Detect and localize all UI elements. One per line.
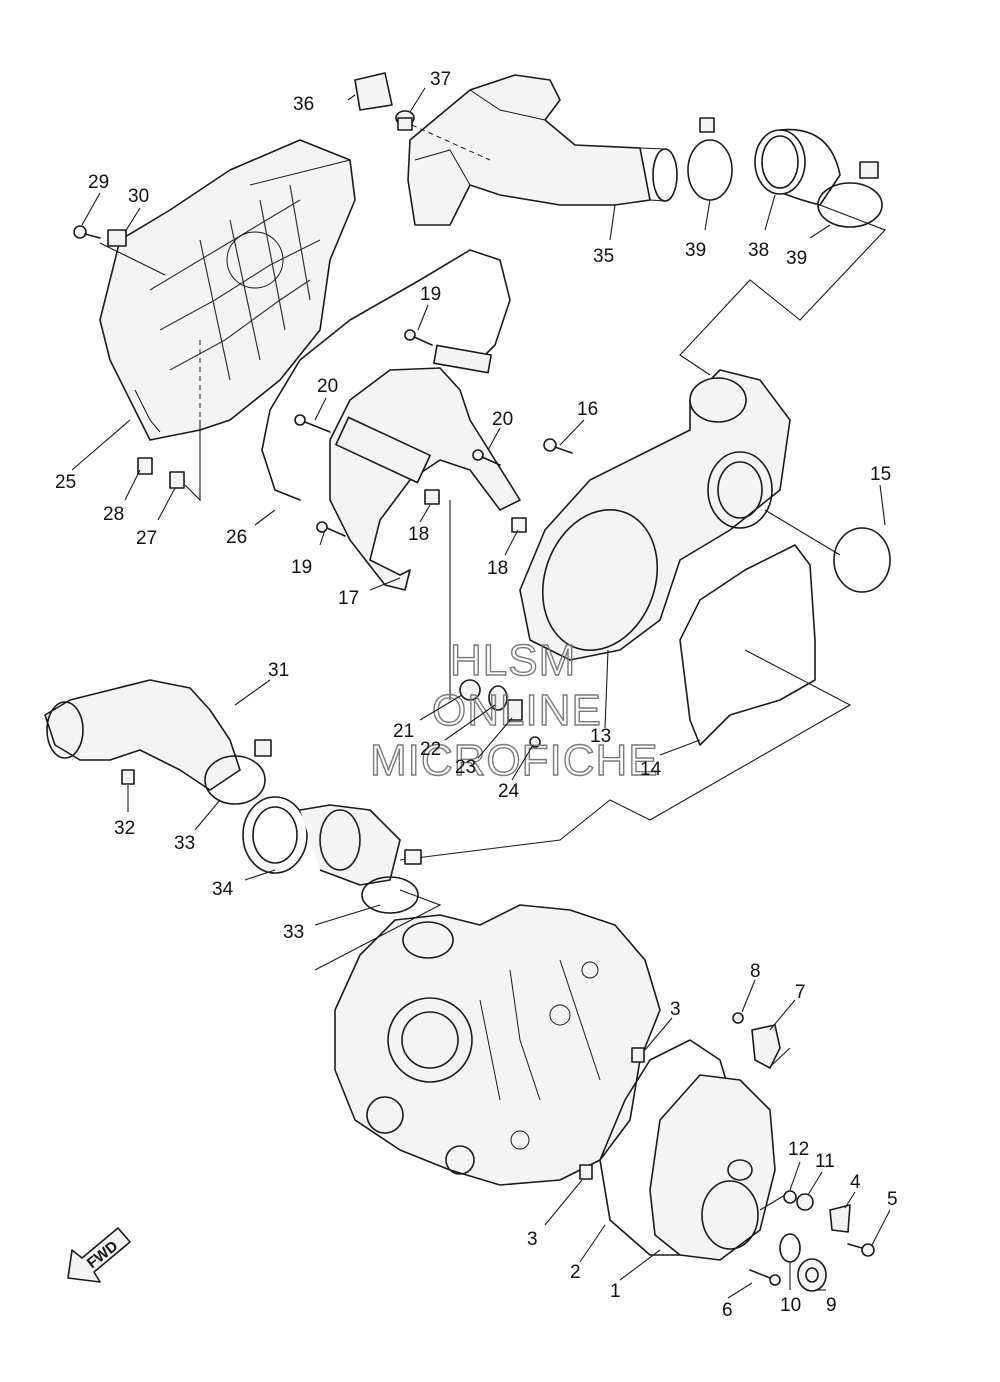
callout-22: 22 xyxy=(420,739,441,760)
callout-32: 32 xyxy=(114,818,135,839)
bolt-8 xyxy=(732,1012,744,1024)
bolt-5 xyxy=(847,1243,875,1257)
collar-27 xyxy=(169,471,185,489)
fwd-arrow-icon: FWD xyxy=(67,1227,131,1283)
callout-19-a: 19 xyxy=(420,284,441,305)
callout-36: 36 xyxy=(293,94,314,115)
watermark: HLSM ONLINE MICROFICHE xyxy=(369,635,659,785)
callout-1: 1 xyxy=(610,1281,621,1302)
cover-1 xyxy=(649,1074,776,1261)
callout-23: 23 xyxy=(455,757,476,778)
callout-2: 2 xyxy=(570,1262,581,1283)
joint-38 xyxy=(754,128,841,206)
callout-29: 29 xyxy=(88,172,109,193)
callout-20-b: 20 xyxy=(492,409,513,430)
callout-6: 6 xyxy=(722,1300,733,1321)
callout-30: 30 xyxy=(128,186,149,207)
air-duct-31 xyxy=(44,679,241,791)
callout-39-a: 39 xyxy=(685,240,706,261)
air-duct-35 xyxy=(407,74,678,226)
callout-5: 5 xyxy=(887,1189,898,1210)
hose-clamp-39-b xyxy=(817,161,883,228)
callout-12: 12 xyxy=(788,1139,809,1160)
callout-31: 31 xyxy=(268,660,289,681)
callout-10: 10 xyxy=(780,1295,801,1316)
plate-4 xyxy=(829,1204,851,1233)
callout-9: 9 xyxy=(826,1295,837,1316)
callout-37: 37 xyxy=(430,69,451,90)
hose-clamp-33-a xyxy=(204,739,272,805)
grommet-37 xyxy=(395,110,491,161)
crankcase-cover-25 xyxy=(99,139,356,441)
callout-27: 27 xyxy=(136,528,157,549)
callout-18-a: 18 xyxy=(408,524,429,545)
callout-38: 38 xyxy=(748,240,769,261)
bracket-17 xyxy=(329,344,521,591)
dowel-pins-3 xyxy=(579,1047,645,1180)
joint-34 xyxy=(242,796,401,886)
gasket-26 xyxy=(261,249,511,501)
callout-15: 15 xyxy=(870,464,891,485)
callout-25: 25 xyxy=(55,472,76,493)
callout-28: 28 xyxy=(103,504,124,525)
callout-26: 26 xyxy=(226,527,247,548)
grommet-28 xyxy=(137,457,153,475)
hose-clamp-33-b xyxy=(361,849,422,914)
watermark-line-3: MICROFICHE xyxy=(370,736,659,785)
callout-33-a: 33 xyxy=(174,833,195,854)
collar-30 xyxy=(99,229,166,276)
callout-4: 4 xyxy=(850,1172,861,1193)
callout-33-b: 33 xyxy=(283,922,304,943)
bolt-29 xyxy=(73,225,101,239)
callout-18-b: 18 xyxy=(487,558,508,579)
callout-21: 21 xyxy=(393,721,414,742)
collars-18 xyxy=(424,489,527,533)
callout-3-a: 3 xyxy=(670,999,681,1020)
callout-39-b: 39 xyxy=(786,248,807,269)
bolt-6 xyxy=(749,1269,781,1286)
gasket-14 xyxy=(679,544,816,746)
callout-13: 13 xyxy=(590,726,611,747)
cap-11 xyxy=(796,1193,814,1211)
callout-labels: 36 37 35 39 38 39 29 30 25 28 27 26 19 2… xyxy=(55,69,898,1321)
bolt-24 xyxy=(529,736,541,748)
plate-23 xyxy=(507,699,523,721)
hose-clamp-39-a xyxy=(687,117,733,201)
bracket-7 xyxy=(751,1024,781,1069)
callout-19-b: 19 xyxy=(291,557,312,578)
crankcase xyxy=(334,904,661,1186)
callout-35: 35 xyxy=(593,246,614,267)
callout-20-a: 20 xyxy=(317,376,338,397)
oring-12 xyxy=(783,1190,797,1204)
seal-22 xyxy=(488,685,508,711)
callout-11: 11 xyxy=(815,1151,835,1172)
bolt-16 xyxy=(543,438,573,454)
callout-17: 17 xyxy=(338,588,359,609)
watermark-line-2: ONLINE xyxy=(432,686,602,735)
cover-13 xyxy=(519,369,791,661)
callout-7: 7 xyxy=(795,982,806,1003)
callout-24: 24 xyxy=(498,781,520,802)
cap-9 xyxy=(797,1258,827,1292)
leader-lines xyxy=(71,87,891,1299)
watermark-line-1: HLSM xyxy=(450,636,576,685)
callout-34: 34 xyxy=(212,879,234,900)
bolts-19-20 xyxy=(294,329,501,537)
callout-3-b: 3 xyxy=(527,1229,538,1250)
oring-10 xyxy=(779,1233,801,1263)
callout-16: 16 xyxy=(577,399,598,420)
callout-8: 8 xyxy=(750,961,761,982)
gasket-15 xyxy=(764,509,891,593)
plug-32 xyxy=(121,769,135,785)
seal-21 xyxy=(459,679,481,701)
callout-14: 14 xyxy=(640,759,662,780)
foam-pad-36 xyxy=(354,72,393,111)
